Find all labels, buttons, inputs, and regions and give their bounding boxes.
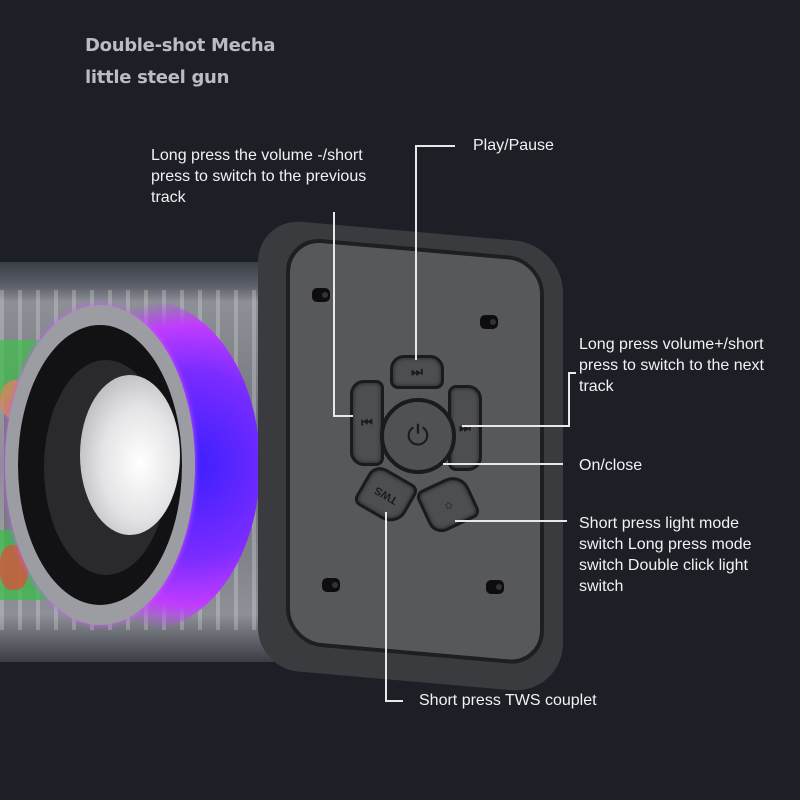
tws-label: TWS <box>372 483 400 507</box>
callout-previous-track: Long press the volume -/short press to s… <box>151 145 366 208</box>
speaker-dust-dome <box>80 375 180 535</box>
power-button[interactable]: ⏻ <box>380 398 456 474</box>
leader-line-power <box>443 463 563 465</box>
callout-next-track: Long press volume+/short press to switch… <box>579 334 764 397</box>
callout-text: Short press light mode <box>579 515 740 532</box>
callout-text: Long press the volume -/short <box>151 147 363 164</box>
callout-tws: Short press TWS couplet <box>419 692 597 709</box>
leader-line-tws-vertical <box>385 512 387 702</box>
leader-line-prev-horizontal <box>333 415 353 417</box>
screw-top-left <box>312 288 330 302</box>
play-pause-button[interactable]: ⏭ <box>390 355 444 389</box>
callout-text: Long press volume+/short <box>579 336 764 353</box>
product-title: Double-shot Mecha little steel gun <box>85 30 276 94</box>
screw-top-right <box>480 315 498 329</box>
callout-light-mode: Short press light mode switch Long press… <box>579 513 752 597</box>
power-icon: ⏻ <box>406 419 430 451</box>
previous-icon: ⏮ <box>361 415 373 430</box>
title-line-1: Double-shot Mecha <box>85 35 276 56</box>
skip-icon: ⏭ <box>411 364 423 379</box>
light-icon: ☼ <box>439 494 457 514</box>
leader-line-play-vertical <box>415 145 417 360</box>
screw-bottom-left <box>322 578 340 592</box>
previous-track-button[interactable]: ⏮ <box>350 380 384 466</box>
callout-play-pause: Play/Pause <box>473 137 554 154</box>
leader-line-next-horizontal <box>462 425 570 427</box>
callout-text: press to switch to the next <box>579 357 764 374</box>
next-icon: ⏭ <box>459 420 471 435</box>
callout-text: press to switch to the previous <box>151 168 367 185</box>
screw-bottom-right <box>486 580 504 594</box>
leader-line-play-horizontal <box>415 145 455 147</box>
callout-text: track <box>151 189 186 206</box>
title-line-2: little steel gun <box>85 67 230 88</box>
callout-text: switch Long press mode <box>579 536 752 553</box>
callout-text: switch <box>579 578 624 595</box>
leader-line-prev-vertical <box>333 212 335 417</box>
leader-line-next-tick <box>568 372 576 374</box>
callout-text: track <box>579 378 614 395</box>
leader-line-next-vertical <box>568 372 570 427</box>
callout-power: On/close <box>579 457 643 474</box>
leader-line-light <box>455 520 567 522</box>
leader-line-tws-horizontal <box>385 700 403 702</box>
callout-text: switch Double click light <box>579 557 748 574</box>
